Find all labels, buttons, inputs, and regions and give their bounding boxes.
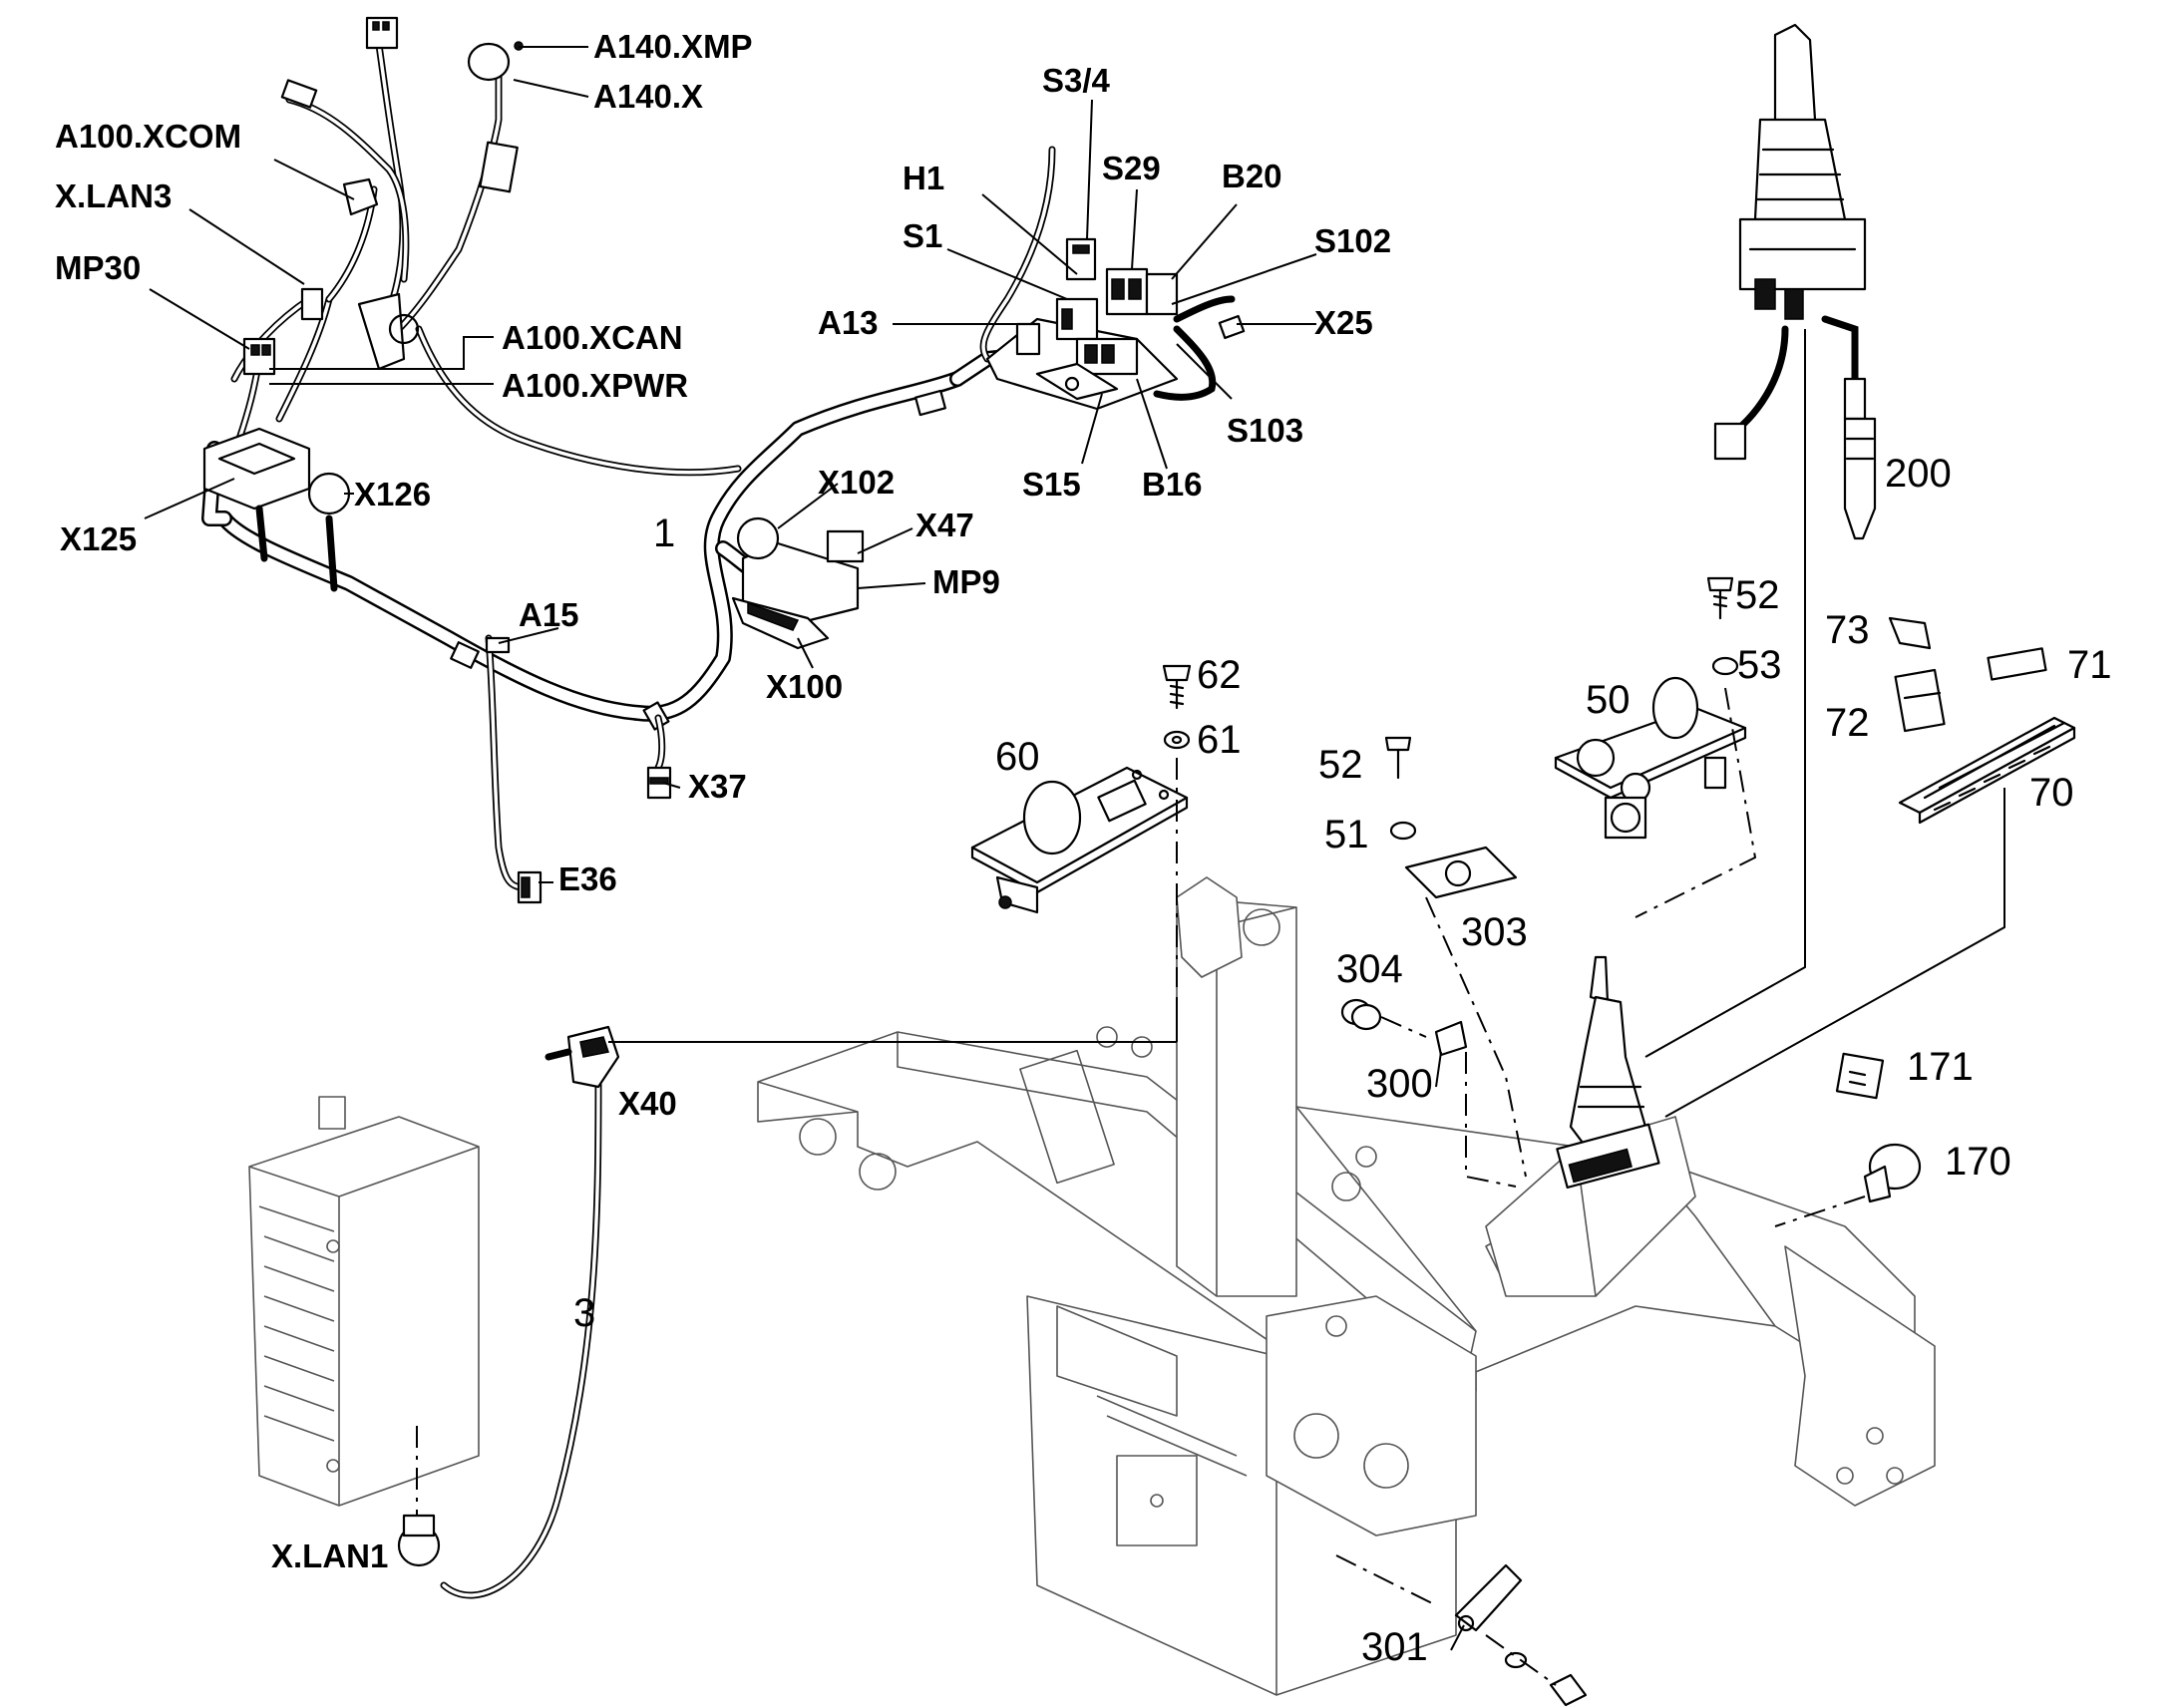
- num-60: 60: [995, 735, 1040, 779]
- num-300: 300: [1366, 1062, 1433, 1106]
- a15-x37-connectors: [485, 636, 672, 904]
- label-x100: X100: [766, 668, 843, 705]
- leader-lines: [144, 46, 1317, 1043]
- label-x40: X40: [618, 1085, 677, 1122]
- ecu-fins: [263, 1235, 335, 1442]
- label-x125: X125: [60, 520, 137, 557]
- label-x102: X102: [818, 464, 895, 501]
- num-53: 53: [1737, 643, 1782, 687]
- label-mp30: MP30: [55, 249, 141, 286]
- num-171: 171: [1907, 1045, 1974, 1089]
- joystick-200: [1644, 23, 1877, 1058]
- ecu-module: [248, 1096, 480, 1507]
- label-a100-xcom: A100.XCOM: [55, 118, 241, 155]
- label-s103: S103: [1227, 412, 1303, 449]
- switch-panel-70: [1664, 616, 2076, 1118]
- machine-frame: [757, 876, 1936, 1696]
- fasteners: [1162, 576, 1757, 1178]
- num-200: 200: [1885, 452, 1952, 496]
- small-parts: [1340, 998, 1922, 1227]
- label-x126: X126: [354, 476, 431, 512]
- num-52a: 52: [1318, 743, 1363, 787]
- num-50: 50: [1586, 678, 1631, 722]
- x125-connector-housing: [202, 427, 351, 592]
- item-numbers: 1 3 50 51 52 52 53 60 61 62 70 71 72 73 …: [573, 452, 2112, 1669]
- control-switch-block: [979, 146, 1246, 411]
- label-a13: A13: [818, 304, 879, 341]
- harness-3: [397, 1025, 620, 1599]
- label-a100-xcan: A100.XCAN: [502, 319, 683, 356]
- console-joystick: [1556, 955, 1660, 1190]
- label-b20: B20: [1222, 158, 1282, 194]
- label-a140-xmp: A140.XMP: [593, 28, 753, 65]
- label-a100-xpwr: A100.XPWR: [502, 367, 688, 404]
- label-x25: X25: [1314, 304, 1373, 341]
- num-170: 170: [1945, 1140, 2011, 1184]
- bracket-301: [1335, 1554, 1588, 1707]
- num-61: 61: [1197, 718, 1242, 762]
- num-71: 71: [2067, 643, 2112, 687]
- num-1: 1: [653, 512, 675, 555]
- num-70: 70: [2029, 771, 2074, 815]
- label-s29: S29: [1102, 150, 1161, 186]
- panel-60: [970, 766, 1189, 914]
- label-e36: E36: [558, 860, 617, 897]
- label-mp9: MP9: [932, 563, 1000, 600]
- x100-connector-block: [731, 516, 865, 650]
- num-303: 303: [1461, 910, 1528, 954]
- top-connectors: [242, 16, 524, 376]
- label-b16: B16: [1142, 466, 1203, 503]
- label-s15: S15: [1022, 466, 1081, 503]
- callout-labels: A140.XMP A140.X A100.XCOM X.LAN3 MP30 A1…: [55, 28, 1391, 1574]
- num-3: 3: [573, 1291, 595, 1335]
- label-a140-x: A140.X: [593, 78, 703, 115]
- label-s1: S1: [903, 217, 942, 254]
- number-leaders: [1435, 1051, 1465, 1651]
- label-a15: A15: [519, 596, 579, 633]
- num-52b: 52: [1735, 573, 1780, 617]
- num-51: 51: [1324, 813, 1369, 856]
- label-s102: S102: [1314, 222, 1391, 259]
- num-62: 62: [1197, 653, 1242, 697]
- label-h1: H1: [903, 160, 944, 196]
- label-x-lan1: X.LAN1: [271, 1537, 388, 1574]
- label-x47: X47: [915, 507, 974, 543]
- num-72: 72: [1825, 701, 1870, 745]
- num-73: 73: [1825, 608, 1870, 652]
- label-s3-4: S3/4: [1042, 62, 1111, 99]
- label-x37: X37: [688, 768, 747, 805]
- label-x-lan3: X.LAN3: [55, 177, 172, 214]
- num-304: 304: [1336, 947, 1403, 991]
- panel-50: [1554, 676, 1747, 840]
- num-301: 301: [1361, 1625, 1428, 1669]
